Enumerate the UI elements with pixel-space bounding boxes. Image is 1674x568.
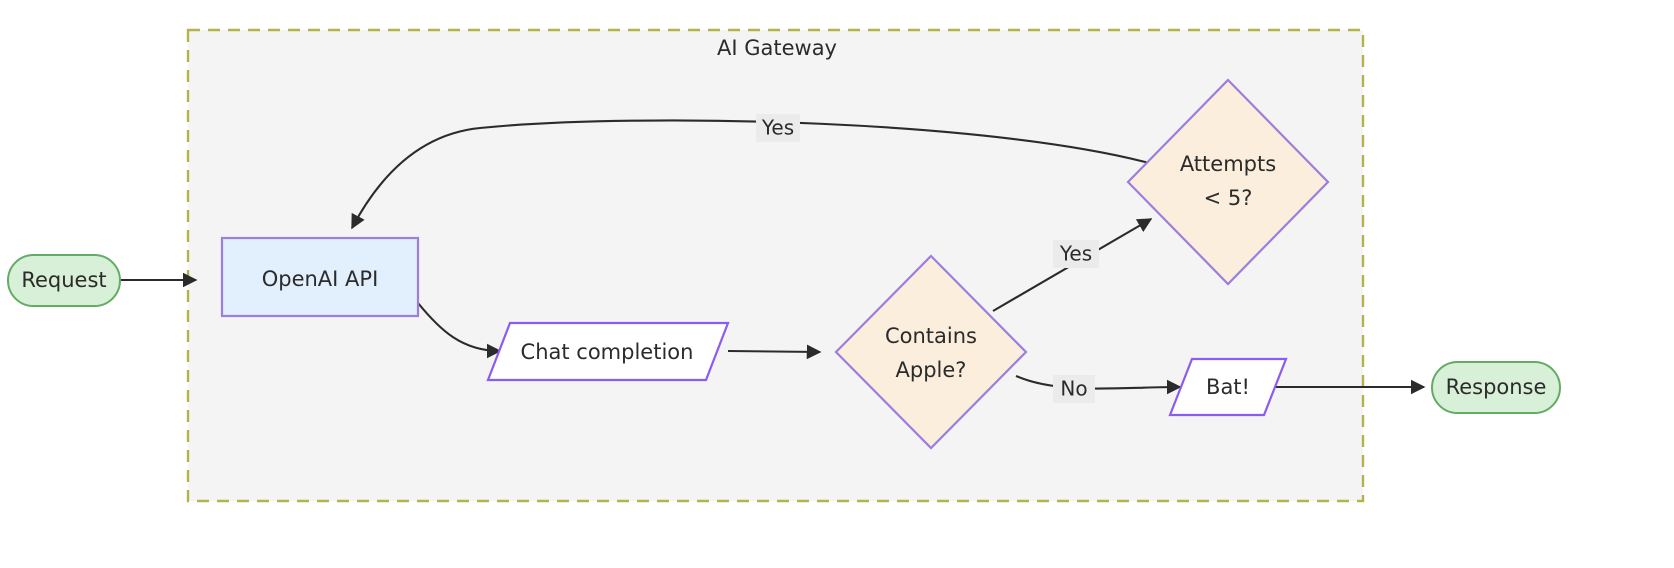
node-contains-apple-label-line2: Apple? bbox=[896, 358, 967, 382]
edge-openai-to-chat bbox=[417, 302, 502, 359]
node-bat-shape[interactable] bbox=[1168, 357, 1288, 417]
node-openai-api-label: OpenAI API bbox=[262, 267, 379, 291]
edge-attempts-yes-to-openai bbox=[351, 119, 1161, 230]
node-attempts[interactable]: Attempts < 5? bbox=[1126, 78, 1330, 286]
edge-chat-to-contains bbox=[727, 344, 822, 360]
edge-label-contains-no-text: No bbox=[1060, 377, 1087, 401]
node-request[interactable]: Request bbox=[7, 254, 121, 307]
node-openai-api-shape[interactable] bbox=[220, 236, 420, 318]
node-request-label: Request bbox=[21, 268, 106, 292]
node-attempts-shape[interactable] bbox=[1126, 78, 1330, 286]
node-chat-completion-label: Chat completion bbox=[521, 340, 694, 364]
node-contains-apple-shape[interactable] bbox=[834, 254, 1028, 450]
node-response-shape[interactable] bbox=[1431, 361, 1561, 414]
node-attempts-label-line1: Attempts bbox=[1180, 152, 1276, 176]
node-attempts-label-line2: < 5? bbox=[1204, 186, 1253, 210]
cluster-label: AI Gateway bbox=[717, 36, 837, 60]
node-openai-api[interactable]: OpenAI API bbox=[220, 236, 420, 318]
node-contains-apple[interactable]: Contains Apple? bbox=[834, 254, 1028, 450]
edge-label-attempts-yes-text: Yes bbox=[761, 116, 794, 140]
node-chat-completion-shape[interactable] bbox=[486, 321, 730, 382]
node-response-label: Response bbox=[1446, 375, 1547, 399]
node-bat-label: Bat! bbox=[1206, 375, 1250, 399]
node-request-shape[interactable] bbox=[7, 254, 121, 307]
node-response[interactable]: Response bbox=[1431, 361, 1561, 414]
edge-label-attempts-yes: Yes bbox=[756, 114, 800, 142]
edge-label-contains-yes: Yes bbox=[1053, 240, 1099, 268]
node-chat-completion[interactable]: Chat completion bbox=[486, 321, 730, 382]
edge-label-contains-yes-text: Yes bbox=[1059, 242, 1092, 266]
edge-label-contains-no: No bbox=[1053, 375, 1095, 403]
node-bat[interactable]: Bat! bbox=[1168, 357, 1288, 417]
node-contains-apple-label-line1: Contains bbox=[885, 324, 977, 348]
